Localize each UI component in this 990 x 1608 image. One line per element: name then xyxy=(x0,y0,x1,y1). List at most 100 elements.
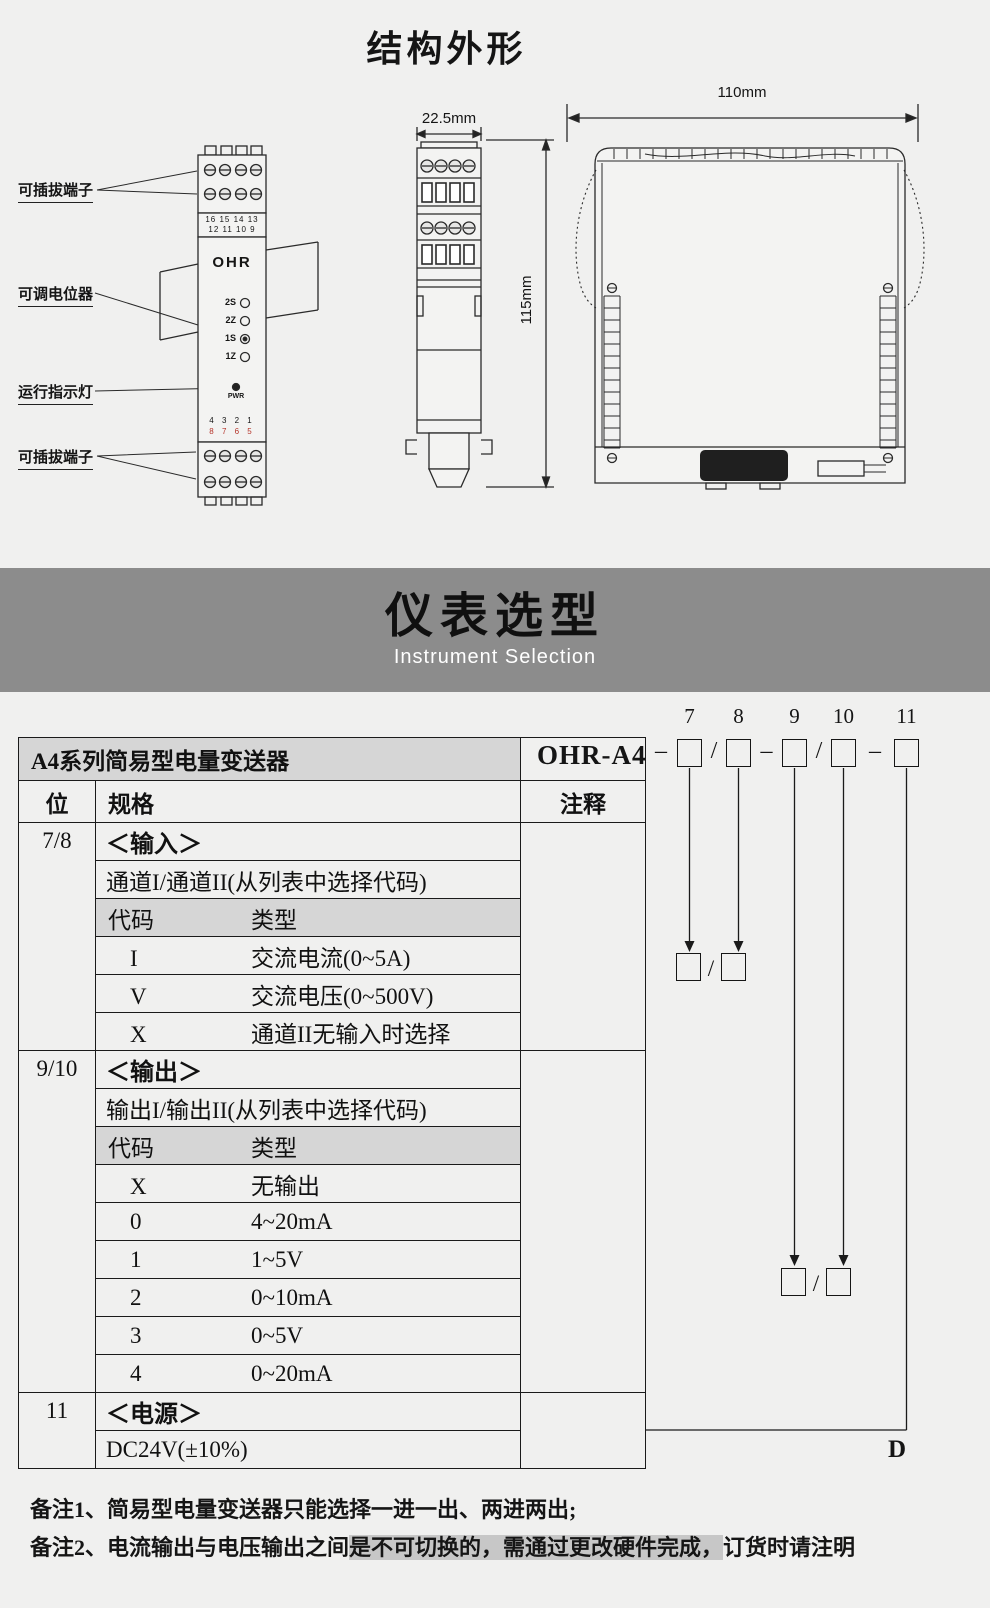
note-cell-input xyxy=(520,822,646,1051)
selection-section-title: 仪表选型 xyxy=(384,590,605,643)
pos-9-10: 9/10 xyxy=(18,1050,96,1393)
callout-pluggable-terminal-top: 可插拔端子 xyxy=(18,179,94,203)
digit-number-9: 9 xyxy=(789,704,800,728)
table-row: 7/8 ＜输入＞ xyxy=(18,822,646,1051)
note-1: 备注1、简易型电量变送器只能选择一进一出、两进两出; xyxy=(30,1497,577,1522)
output-code-box-2 xyxy=(826,1268,851,1296)
table-row: 代码类型 xyxy=(19,898,646,937)
front-terminal-numbers-bottom-2: 8 7 6 5 xyxy=(209,427,255,436)
code-value: V xyxy=(130,983,147,1009)
code-value: 2 xyxy=(130,1284,142,1310)
model-cell xyxy=(520,737,646,781)
depth-dimension xyxy=(566,104,919,142)
code-value: 0 xyxy=(130,1208,142,1234)
type-value: 交流电流(0~5A) xyxy=(251,945,411,971)
structure-drawing xyxy=(94,104,925,506)
model-digit-box-9 xyxy=(782,739,807,767)
code-value: I xyxy=(130,945,138,971)
pot-label-2s: 2S xyxy=(224,297,236,307)
input-subheader: 通道I/通道II(从列表中选择代码) xyxy=(95,860,521,899)
digit-number-7: 7 xyxy=(684,704,695,728)
dimension-width-label: 22.5mm xyxy=(421,110,477,127)
callout-run-indicator-light: 运行指示灯 xyxy=(18,381,94,405)
note-2-part2: 订货时请注明 xyxy=(723,1535,856,1560)
output-row-0: 0 4~20mA xyxy=(95,1202,521,1241)
model-digit-box-7 xyxy=(677,739,702,767)
type-value: 0~10mA xyxy=(251,1284,333,1310)
code-value: 4 xyxy=(130,1360,142,1386)
code-value: X xyxy=(130,1021,147,1047)
selection-table: A4系列简易型电量变送器 位 规格 注释 7/8 ＜输入＞ 通道I/通道II(从… xyxy=(18,737,646,1469)
power-code-letter: D xyxy=(888,1436,907,1463)
front-terminal-numbers-bottom-1: 4 3 2 1 xyxy=(209,416,255,425)
output-row-X: X 无输出 xyxy=(95,1164,521,1203)
output-row-2: 2 0~10mA xyxy=(95,1278,521,1317)
model-dash-2: – xyxy=(760,738,773,764)
input-row-V: V 交流电压(0~500V) xyxy=(95,974,521,1013)
col-header-spec: 规格 xyxy=(95,780,521,823)
model-digit-box-8 xyxy=(726,739,751,767)
model-dash-3: – xyxy=(869,738,881,764)
note-cell-output xyxy=(520,1050,646,1393)
output-pair-slash: / xyxy=(812,1271,820,1296)
table-row: I 交流电流(0~5A) xyxy=(19,936,646,975)
product-row: A4系列简易型电量变送器 xyxy=(18,737,646,781)
column-header-row: 位 规格 注释 xyxy=(18,780,646,823)
callout-pluggable-terminal-bottom: 可插拔端子 xyxy=(18,446,94,470)
input-code-box-1 xyxy=(676,953,701,981)
code-label: 代码 xyxy=(108,1135,154,1161)
pos-11: 11 xyxy=(18,1392,96,1469)
code-value: X xyxy=(130,1173,147,1199)
dimension-depth-label: 110mm xyxy=(717,84,767,101)
type-value: 交流电压(0~500V) xyxy=(251,983,434,1009)
note-2: 备注2、电流输出与电压输出之间是不可切换的，需通过更改硬件完成，订货时请注明 xyxy=(30,1530,855,1562)
input-pair-slash: / xyxy=(707,956,715,981)
input-row-I: I 交流电流(0~5A) xyxy=(95,936,521,975)
type-value: 4~20mA xyxy=(251,1208,333,1234)
input-code-type-header: 代码类型 xyxy=(95,898,521,937)
output-group-header: ＜输出＞ xyxy=(95,1050,521,1089)
note-cell-power xyxy=(520,1392,646,1469)
col-header-note: 注释 xyxy=(520,780,646,823)
front-view-drawing xyxy=(197,145,267,506)
note-2-part1: 备注2、电流输出与电压输出之间 xyxy=(30,1535,350,1560)
output-code-box-1 xyxy=(781,1268,806,1296)
input-group-header: ＜输入＞ xyxy=(95,822,521,861)
pos-7-8: 7/8 xyxy=(18,822,96,1051)
note-2-highlight: 是不可切换的，需通过更改硬件完成， xyxy=(349,1535,724,1560)
input-code-box-2 xyxy=(721,953,746,981)
side-view-drawing xyxy=(405,127,493,488)
power-spec: DC24V(±10%) xyxy=(95,1430,521,1469)
table-row: 通道I/通道II(从列表中选择代码) xyxy=(19,860,646,899)
product-name: A4系列简易型电量变送器 xyxy=(18,737,521,781)
table-row: 0 4~20mA xyxy=(19,1202,646,1241)
type-value: 0~5V xyxy=(251,1322,304,1348)
model-dash-1: – xyxy=(655,738,667,764)
digit-number-8: 8 xyxy=(733,704,744,728)
front-terminal-numbers-top-2: 12 11 10 9 xyxy=(208,225,256,234)
col-header-pos: 位 xyxy=(18,780,96,823)
output-subheader: 输出I/输出II(从列表中选择代码) xyxy=(95,1088,521,1127)
front-terminal-numbers-top-1: 16 15 14 13 xyxy=(205,215,259,224)
type-label: 类型 xyxy=(251,1135,297,1161)
model-digit-box-11 xyxy=(894,739,919,767)
output-code-type-header: 代码 类型 xyxy=(95,1126,521,1165)
code-value: 1 xyxy=(130,1246,142,1272)
pot-label-1z: 1Z xyxy=(225,351,236,361)
callout-adjustable-potentiometer: 可调电位器 xyxy=(18,283,94,307)
type-value: 无输出 xyxy=(251,1173,320,1199)
code-label: 代码 xyxy=(108,907,154,933)
table-row: DC24V(±10%) xyxy=(19,1430,646,1469)
table-row: 1 1~5V xyxy=(19,1240,646,1279)
table-row: 9/10 ＜输出＞ xyxy=(18,1050,646,1393)
digit-number-10: 10 xyxy=(833,704,854,728)
profile-view-drawing xyxy=(575,147,925,490)
selection-section-subtitle: Instrument Selection xyxy=(393,646,597,668)
table-row: 代码 类型 xyxy=(19,1126,646,1165)
type-value: 1~5V xyxy=(251,1246,304,1272)
